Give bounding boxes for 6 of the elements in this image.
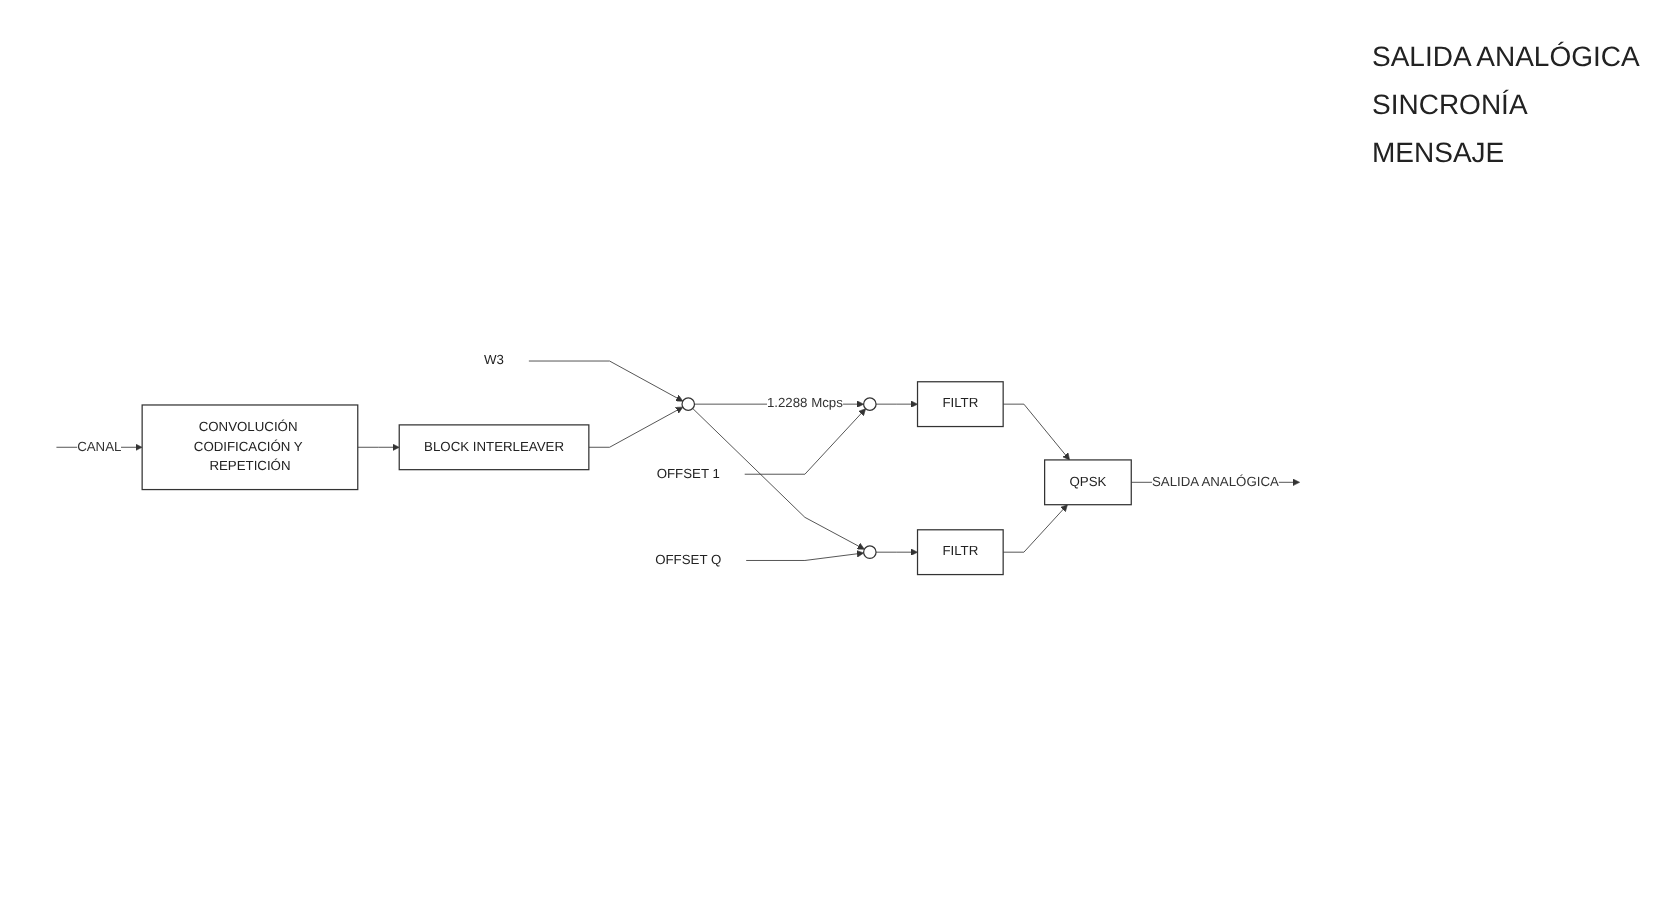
node-circle [863, 396, 877, 411]
node-circle [863, 544, 877, 559]
note-text: MENSAJE [1372, 136, 1507, 168]
note-text: SALIDA ANALÓGICA [1372, 40, 1640, 72]
node-circle [681, 396, 696, 411]
note-text: SINCRONÍA [1372, 88, 1530, 120]
